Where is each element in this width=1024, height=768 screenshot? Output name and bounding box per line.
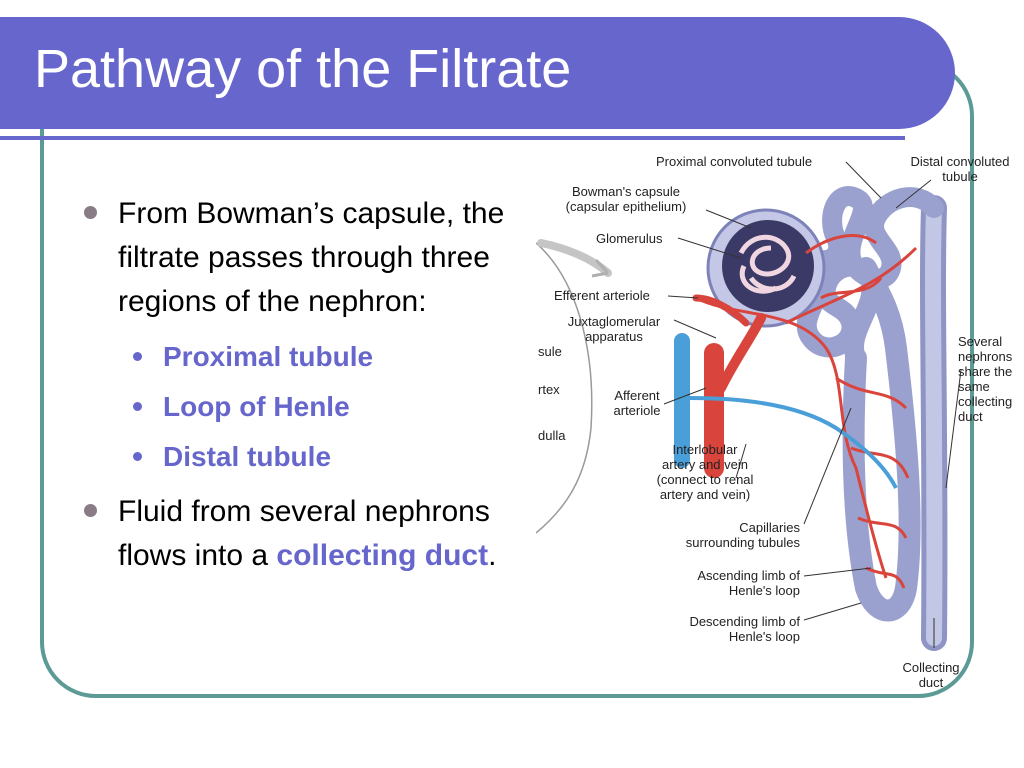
label-line: duct	[958, 409, 983, 424]
label-proximal-convoluted-tubule: Proximal convoluted tubule	[656, 154, 813, 169]
label-afferent-arteriole: Afferent arteriole	[602, 388, 672, 418]
label-several-nephrons: Several nephrons share the same collecti…	[958, 334, 1012, 424]
label-line: surrounding tubules	[685, 535, 800, 550]
bullet-collecting-duct: Fluid from several nephrons flows into a…	[84, 490, 524, 578]
title-underline	[0, 136, 905, 140]
label-inset-medulla: dulla	[538, 428, 566, 443]
slide-frame	[40, 60, 974, 698]
label-line: Ascending limb of	[697, 568, 800, 583]
label-line: artery and vein	[662, 457, 748, 472]
sub-bullet-dot-icon	[133, 402, 142, 411]
collecting-duct-highlight	[925, 200, 943, 646]
label-line: nephrons	[958, 349, 1013, 364]
label-line: collecting	[958, 394, 1013, 409]
sub-item-text: Loop of Henle	[163, 391, 350, 422]
slide-title: Pathway of the Filtrate	[34, 39, 572, 99]
label-line: share the	[958, 364, 1013, 379]
label-collecting-duct: Collecting duct	[886, 660, 976, 690]
label-line: Descending limb of	[689, 614, 800, 629]
label-inset-capsule: sule	[538, 344, 562, 359]
label-line: (connect to renal	[656, 472, 754, 487]
label-line: Several	[958, 334, 1003, 349]
label-line: Capillaries	[739, 520, 800, 535]
title-bar	[0, 17, 955, 129]
label-line: Bowman's capsule	[572, 184, 680, 199]
bullet-text: From Bowman’s capsule, the filtrate pass…	[118, 197, 505, 318]
sub-item-text: Distal tubule	[163, 441, 332, 472]
bullet-period: .	[488, 539, 497, 572]
label-glomerulus: Glomerulus	[596, 231, 663, 246]
label-ascending-limb: Ascending limb of Henle's loop	[656, 568, 800, 598]
label-distal-text: Distal convoluted tubule	[910, 154, 1010, 184]
highlight-collecting-duct: collecting duct	[276, 539, 489, 572]
venous-return-shape	[689, 396, 898, 489]
glomerulus-shape	[738, 234, 797, 294]
label-line: arteriole	[613, 403, 661, 418]
sub-item-distal-tubule: Distal tubule	[84, 432, 524, 482]
bullet-text: Fluid from several nephrons flows into a	[118, 495, 490, 572]
afferent-arteriole-shape	[716, 313, 766, 393]
sub-item-loop-of-henle: Loop of Henle	[84, 382, 524, 432]
kidney-inset-outline	[536, 242, 593, 534]
label-descending-limb: Descending limb of Henle's loop	[646, 614, 800, 644]
label-line: (capsular epithelium)	[565, 199, 687, 214]
label-line: Henle's loop	[728, 629, 800, 644]
bullet-dot-icon	[84, 504, 97, 517]
label-efferent-arteriole: Efferent arteriole	[554, 288, 650, 303]
label-line: artery and vein)	[659, 487, 751, 502]
capsule-interior-shape	[722, 220, 814, 312]
sub-bullet-dot-icon	[133, 352, 142, 361]
label-interlobular-artery-vein: Interlobular artery and vein (connect to…	[630, 442, 780, 502]
label-line: duct	[918, 675, 944, 690]
interlobular-artery-shape	[704, 343, 724, 478]
nephron-diagram: Proximal convoluted tubule Distal convol…	[536, 148, 1024, 698]
label-bowmans-capsule: Bowman's capsule (capsular epithelium)	[546, 184, 706, 214]
label-capillaries: Capillaries surrounding tubules	[656, 520, 800, 550]
sub-bullet-dot-icon	[133, 452, 142, 461]
capillary-network-shape	[695, 234, 918, 589]
leader-lines	[663, 161, 962, 648]
bullet-dot-icon	[84, 206, 97, 219]
label-distal-convoluted-tubule: Distal convoluted tubule	[896, 154, 1024, 184]
sub-item-text: Proximal tubule	[163, 341, 374, 372]
label-line: apparatus	[585, 329, 643, 344]
inset-arrow-head-icon	[591, 258, 610, 278]
slide-body: From Bowman’s capsule, the filtrate pass…	[84, 192, 524, 586]
label-inset-cortex: rtex	[538, 382, 560, 397]
label-line: Collecting	[902, 660, 960, 675]
nephron-illustration	[536, 161, 962, 651]
label-line: Afferent	[614, 388, 660, 403]
bullet-bowmans-capsule: From Bowman’s capsule, the filtrate pass…	[84, 192, 524, 324]
label-line: same	[958, 379, 990, 394]
label-line: Juxtaglomerular	[567, 314, 661, 329]
interlobular-vein-shape	[674, 333, 690, 468]
sub-item-proximal-tubule: Proximal tubule	[84, 332, 524, 382]
label-line: Interlobular	[672, 442, 738, 457]
loop-of-henle-shape	[842, 257, 921, 622]
label-line: Henle's loop	[728, 583, 800, 598]
label-juxtaglomerular-apparatus: Juxtaglomerular apparatus	[556, 314, 672, 344]
